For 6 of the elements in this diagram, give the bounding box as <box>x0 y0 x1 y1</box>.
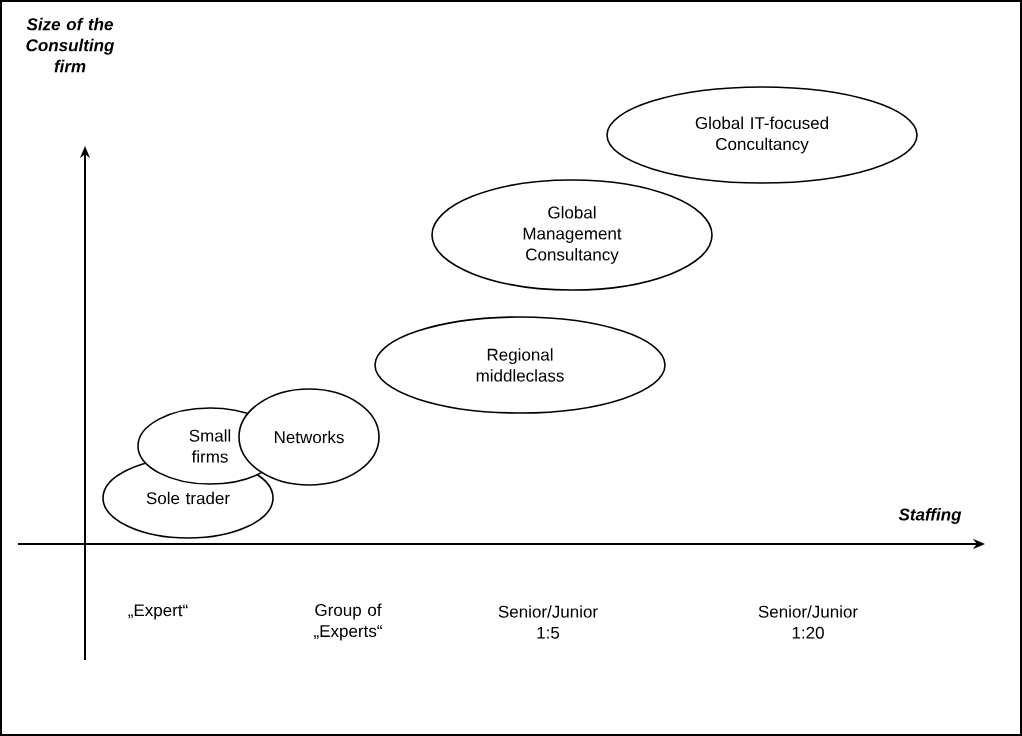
axis-label: Staffing <box>898 508 962 524</box>
axis-label: Size of the Consulting firm <box>26 17 115 73</box>
axis-label: Group of „Experts“ <box>314 603 382 641</box>
axis-label: Senior/Junior 1:5 <box>498 605 598 639</box>
axis-label: „Expert“ <box>128 604 188 620</box>
axis-label: Senior/Junior 1:20 <box>758 605 858 639</box>
